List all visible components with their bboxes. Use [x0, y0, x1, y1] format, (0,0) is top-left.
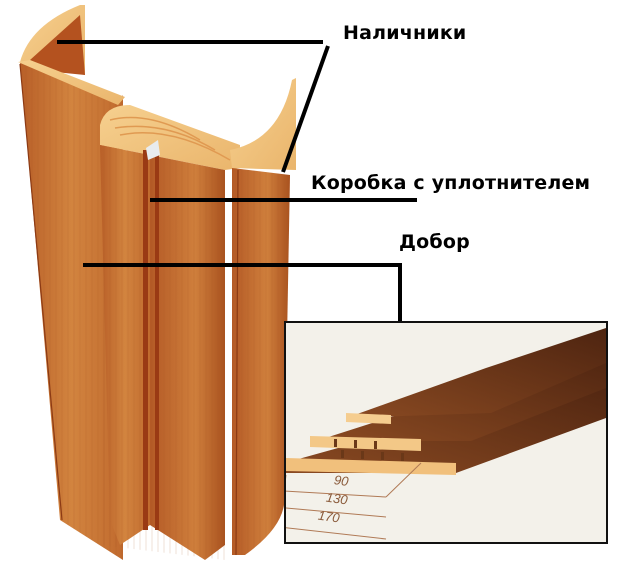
extension-boards-illustration	[286, 328, 606, 540]
label-casing: Наличники	[343, 22, 467, 44]
frame-box	[100, 105, 240, 560]
leader-lines	[57, 40, 417, 348]
leader-line-extension	[83, 263, 402, 348]
casing-left	[18, 5, 125, 560]
extension-boards-inset: 90 130 170	[284, 321, 608, 544]
label-frame-with-seal: Коробка с уплотнителем	[311, 172, 591, 194]
dimension-label-130: 130	[325, 489, 349, 508]
dimension-label-170: 170	[317, 507, 341, 526]
leader-line-casing-2	[281, 45, 330, 173]
label-extension: Добор	[399, 231, 470, 253]
dimension-label-90: 90	[333, 472, 350, 489]
